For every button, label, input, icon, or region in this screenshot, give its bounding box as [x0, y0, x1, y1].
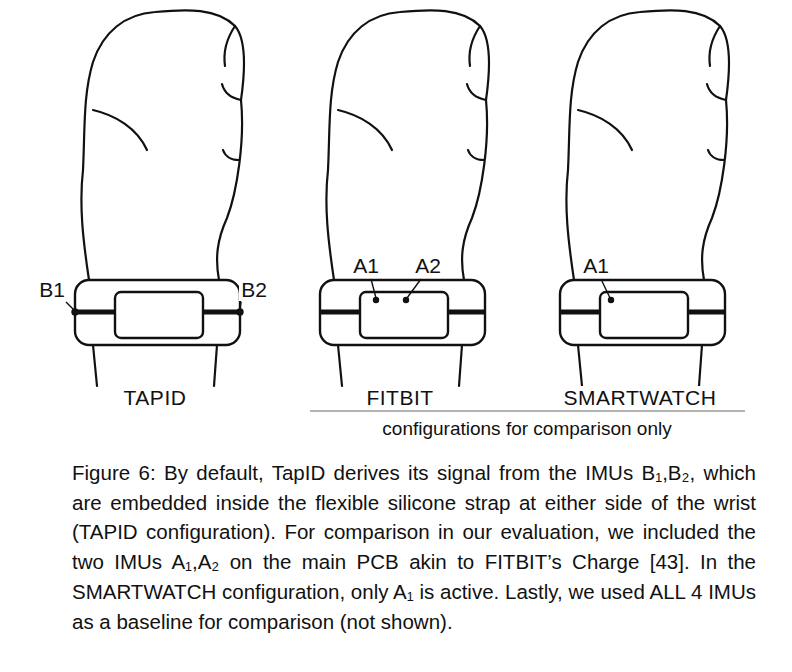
part-label: B2 [239, 278, 269, 301]
config-title: TAPID [122, 386, 189, 409]
imu-label: A1 [581, 254, 611, 277]
figure-caption: Figure 6: By default, TapID derives its … [72, 458, 756, 636]
part-label: B1 [37, 278, 67, 301]
group-note: configurations for comparison only [380, 419, 673, 440]
config-title: FITBIT [364, 386, 435, 409]
imu-label: A1 [351, 254, 381, 277]
imu-label: A2 [413, 254, 443, 277]
config-title: SMARTWATCH [562, 386, 719, 409]
